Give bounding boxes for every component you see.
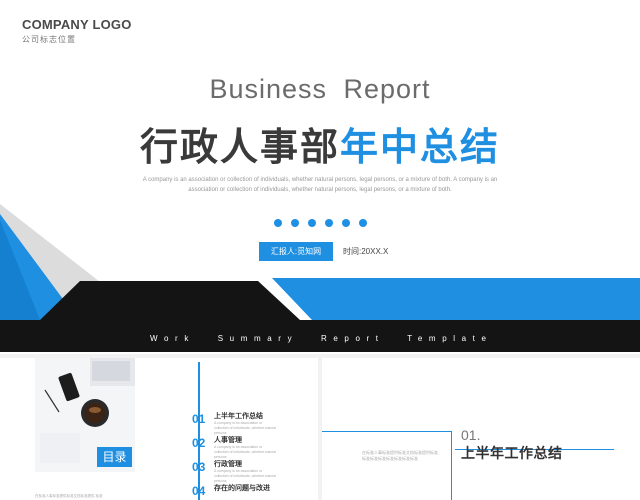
toc-number: 01 [192, 412, 206, 426]
logo-main-text: COMPANY LOGO [22, 17, 132, 32]
time-label: 时间:20XX.X [343, 247, 389, 256]
section-slide-preview[interactable]: 在标准人事标准提供标准文档标准提供标准 标准标准标准标准标准标准标准 01. 上… [322, 358, 640, 500]
toc-description: A company is an association or collectio… [214, 445, 276, 459]
decor-dot [324, 219, 333, 227]
blue-left-inner [0, 220, 40, 320]
decor-dot [307, 219, 316, 227]
chinese-title-blue: 年中总结 [340, 127, 501, 169]
toc-title: 上半年工作总结 [214, 413, 263, 420]
chinese-title-dark: 行政人事部 [139, 127, 340, 169]
toc-text: 人事管理 A company is an association or coll… [214, 436, 276, 460]
toc-vertical-line [198, 362, 200, 500]
toc-item[interactable]: 01 上半年工作总结 A company is an association o… [192, 412, 276, 436]
reporter-badge: 汇报人:觅知网 [259, 242, 333, 261]
decor-dot [273, 219, 282, 227]
decor-shapes [0, 204, 640, 352]
slide-gap-vertical [318, 354, 322, 500]
section-number: 01. [461, 427, 481, 443]
company-logo: COMPANY LOGO 公司标志位置 [22, 17, 132, 45]
english-title: Business Report [209, 74, 431, 104]
toc-title: 人事管理 [214, 437, 242, 444]
toc-badge: 目录 [97, 447, 132, 467]
desk-photo-art [40, 358, 135, 463]
chinese-title: 行政人事部年中总结 [0, 116, 640, 171]
toc-text: 行政管理 A company is an association or coll… [214, 460, 276, 484]
section-title: 上半年工作总结 [461, 445, 563, 461]
toc-number: 02 [192, 436, 206, 450]
blue-right-band [272, 278, 640, 320]
section-line-vertical [451, 431, 452, 500]
banner-text: Work Summary Report Template [150, 334, 493, 343]
decor-dot [290, 219, 299, 227]
toc-item[interactable]: 04 存在的问题与改进 [192, 484, 270, 498]
toc-description: A company is an association or collectio… [214, 469, 276, 483]
logo-sub-text: 公司标志位置 [22, 35, 76, 44]
section-description: 在标准人事标准提供标准文档标准提供标准 标准标准标准标准标准标准标准 [362, 450, 438, 461]
toc-item[interactable]: 03 行政管理 A company is an association or c… [192, 460, 276, 484]
section-line-right [455, 449, 614, 450]
toc-number: 03 [192, 460, 206, 474]
dot-row [0, 219, 640, 227]
title-slide: COMPANY LOGO 公司标志位置 Business Report 行政人事… [0, 17, 640, 352]
toc-title: 存在的问题与改进 [214, 485, 270, 492]
toc-text: 存在的问题与改进 [214, 484, 270, 493]
decor-dot [341, 219, 350, 227]
toc-item[interactable]: 02 人事管理 A company is an association or c… [192, 436, 276, 460]
toc-number: 04 [192, 484, 206, 498]
decor-dot [358, 219, 367, 227]
black-banner [0, 281, 640, 352]
toc-title: 行政管理 [214, 461, 242, 468]
section-line-left [322, 431, 452, 432]
title-description: A company is an association or collectio… [142, 177, 498, 193]
toc-slide-preview[interactable]: 目录 01 上半年工作总结 A company is an associatio… [0, 358, 318, 500]
toc-footnote: 在标准人事标准提供标准文档标准提供 标准 [35, 494, 103, 498]
toc-description: A company is an association or collectio… [214, 421, 276, 435]
toc-text: 上半年工作总结 A company is an association or c… [214, 412, 276, 436]
